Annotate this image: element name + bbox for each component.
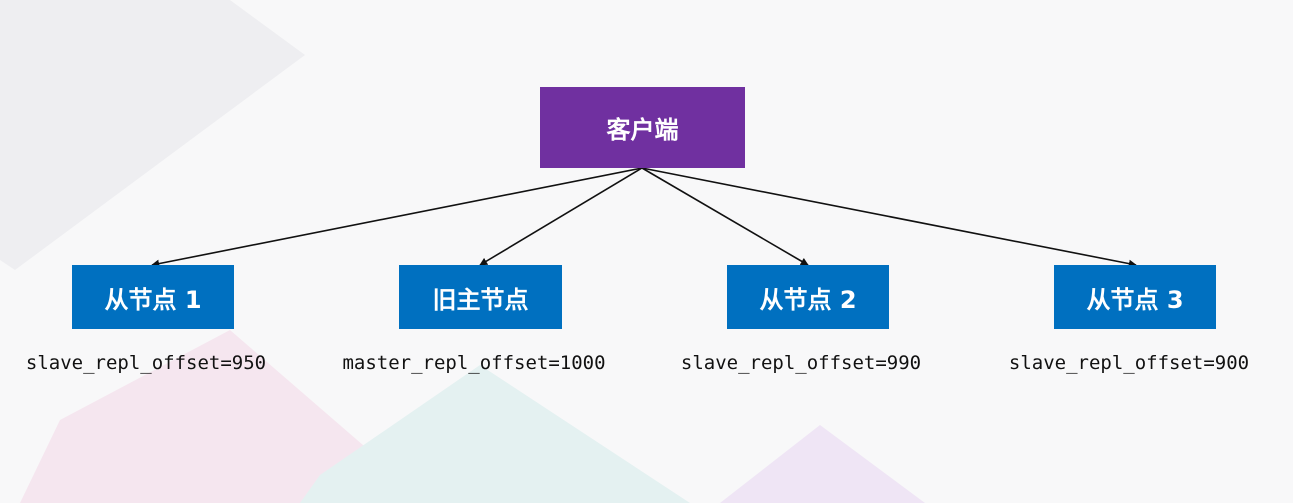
client-node-label: 客户端 — [606, 116, 679, 144]
bg-shape-gray — [0, 0, 305, 270]
slave3-offset-label: slave_repl_offset=900 — [1008, 352, 1250, 374]
edge-client-to-old-master — [479, 167, 643, 266]
bg-shape-teal — [300, 365, 690, 503]
edge-client-to-slave3 — [641, 167, 1137, 268]
slave-node-2-label: 从节点 2 — [759, 285, 857, 314]
bg-shape-pink — [20, 330, 430, 503]
slave-node-3-label: 从节点 3 — [1086, 285, 1184, 314]
client-node: 客户端 — [540, 87, 745, 168]
slave2-offset-label: slave_repl_offset=990 — [680, 352, 922, 374]
old-master-offset-label: master_repl_offset=1000 — [342, 352, 606, 374]
bg-shape-lavender — [720, 425, 925, 503]
slave-node-2: 从节点 2 — [727, 265, 889, 329]
old-master-node-label: 旧主节点 — [432, 285, 529, 314]
slave-node-3: 从节点 3 — [1054, 265, 1216, 329]
slave-node-1: 从节点 1 — [72, 265, 234, 329]
old-master-node: 旧主节点 — [399, 265, 562, 329]
slave-node-1-label: 从节点 1 — [104, 285, 202, 314]
edge-client-to-slave2 — [641, 167, 809, 266]
slave1-offset-label: slave_repl_offset=950 — [25, 352, 267, 374]
edge-client-to-slave1 — [151, 167, 643, 268]
